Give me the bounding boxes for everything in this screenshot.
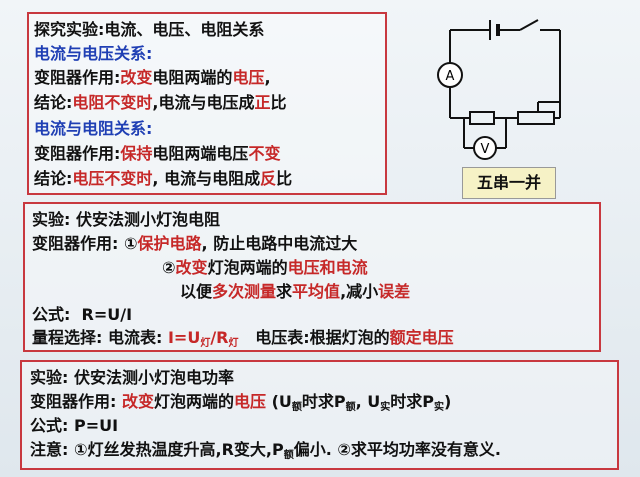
text: /R: [210, 328, 229, 347]
text: 额定电压: [389, 328, 454, 347]
text: 电压: [234, 392, 267, 411]
text: 电阻两端的: [152, 68, 233, 87]
text: 多次测量: [212, 282, 277, 301]
text: 误差: [378, 282, 411, 301]
voltmeter-circle: [473, 136, 497, 160]
text: 时求P: [301, 392, 346, 411]
text: 偏小. ②求平均功率没有意义.: [293, 440, 502, 459]
switch-blade: [519, 19, 539, 31]
box3-role: 变阻器作用: 改变灯泡两端的电压 (U额时求P额, U实时求P实): [30, 392, 451, 418]
text: ,减小: [340, 282, 379, 301]
text: 比: [276, 169, 293, 188]
text: 灯: [228, 338, 239, 349]
text: 反: [260, 169, 277, 188]
relationship-box: [27, 12, 387, 195]
text: 变阻器作用: ①: [32, 234, 138, 253]
text: 变阻器作用:: [34, 68, 121, 87]
text: 变阻器作用:: [30, 392, 117, 411]
text: ,电流与电压成: [152, 93, 255, 112]
text: 灯泡两端的: [207, 258, 288, 277]
conclusion-2: 结论:电压不变时, 电流与电阻成反比: [34, 169, 292, 189]
text: 电压不变时: [72, 169, 153, 188]
text: 灯: [200, 338, 211, 349]
box1-title: 探究实验:电流、电压、电阻关系: [34, 20, 264, 40]
text: 实: [434, 402, 445, 413]
power-experiment-box: [20, 360, 619, 470]
heading-current-resistance: 电流与电阻关系:: [34, 119, 152, 139]
resistance-experiment-box: [23, 202, 601, 352]
ammeter-circle: [437, 62, 463, 88]
text: 电压和电流: [287, 258, 368, 277]
text: , 防止电路中电流过大: [201, 234, 358, 253]
text: 求: [276, 282, 293, 301]
box3-title-text: 实验: 伏安法测小灯泡电功率: [30, 368, 234, 387]
text: 电阻不变时: [72, 93, 153, 112]
text: 量程选择: 电流表:: [32, 328, 163, 347]
rheostat: [517, 111, 555, 125]
text: 以便: [180, 282, 213, 301]
text: 电阻两端电压: [152, 144, 249, 163]
text: 改变: [120, 68, 153, 87]
conclusion-1: 结论:电阻不变时,电流与电压成正比: [34, 93, 287, 113]
text: I=U: [167, 328, 201, 347]
text: , 电流与电阻成: [152, 169, 261, 188]
text: 额: [345, 402, 356, 413]
text: 注意: ①灯丝发热温度升高,R变大,P: [30, 440, 284, 459]
text: 电压表:根据灯泡的: [255, 328, 390, 347]
circuit-caption-text: 五串一并: [476, 173, 541, 192]
box2-title: 实验: 伏安法测小灯泡电阻: [32, 210, 220, 230]
text: (U: [271, 392, 292, 411]
text: 平均值: [292, 282, 341, 301]
text: ): [444, 392, 452, 411]
text: 额: [291, 402, 302, 413]
heading-current-resistance-text: 电流与电阻关系:: [34, 119, 153, 138]
box2-role-3: 以便多次测量求平均值,减小误差: [180, 282, 410, 302]
box3-formula: 公式: P=UI: [30, 416, 118, 436]
box2-title-text: 实验: 伏安法测小灯泡电阻: [32, 210, 220, 229]
text: R=U/I: [81, 305, 133, 324]
text: 结论:: [34, 93, 73, 112]
box3-note: 注意: ①灯丝发热温度升高,R变大,P额偏小. ②求平均功率没有意义.: [30, 440, 501, 466]
voltmeter-label: V: [481, 142, 490, 157]
box3-title: 实验: 伏安法测小灯泡电功率: [30, 368, 234, 388]
text: 电压: [232, 68, 265, 87]
ammeter-label: A: [446, 69, 455, 84]
text: 公式:: [32, 305, 71, 324]
heading-current-voltage-text: 电流与电压关系:: [34, 44, 153, 63]
text: 改变: [175, 258, 208, 277]
rheostat-role-2: 变阻器作用:保持电阻两端电压不变: [34, 144, 280, 164]
text: 改变: [121, 392, 154, 411]
text: ②: [162, 258, 176, 277]
text: 时求P: [390, 392, 435, 411]
text: 变阻器作用:: [34, 144, 121, 163]
circuit-caption: 五串一并: [462, 167, 556, 199]
box2-range: 量程选择: 电流表: I=U灯/R灯 电压表:根据灯泡的额定电压: [32, 328, 454, 354]
text: 比: [270, 93, 287, 112]
text: 正: [254, 93, 271, 112]
text: 额: [283, 450, 294, 461]
text: 不变: [248, 144, 281, 163]
circuit-diagram: A V: [437, 19, 561, 160]
text: 结论:: [34, 169, 73, 188]
heading-current-voltage: 电流与电压关系:: [34, 44, 152, 64]
current-range-formula: I=U灯/R灯: [167, 328, 239, 349]
text: 公式: P=UI: [30, 416, 119, 435]
text: ,: [264, 68, 271, 87]
text: 保持: [120, 144, 153, 163]
text: 保护电路: [137, 234, 202, 253]
lamp-resistor: [469, 111, 495, 125]
box2-formula: 公式: R=U/I: [32, 305, 132, 325]
text: , U: [355, 392, 381, 411]
text: 灯泡两端的: [154, 392, 235, 411]
rheostat-role-1: 变阻器作用:改变电阻两端的电压,: [34, 68, 271, 88]
box2-role-1: 变阻器作用: ①保护电路, 防止电路中电流过大: [32, 234, 357, 254]
box2-role-2: ②改变灯泡两端的电压和电流: [162, 258, 368, 278]
text: 实: [380, 402, 391, 413]
box1-title-text: 探究实验:电流、电压、电阻关系: [34, 20, 265, 39]
